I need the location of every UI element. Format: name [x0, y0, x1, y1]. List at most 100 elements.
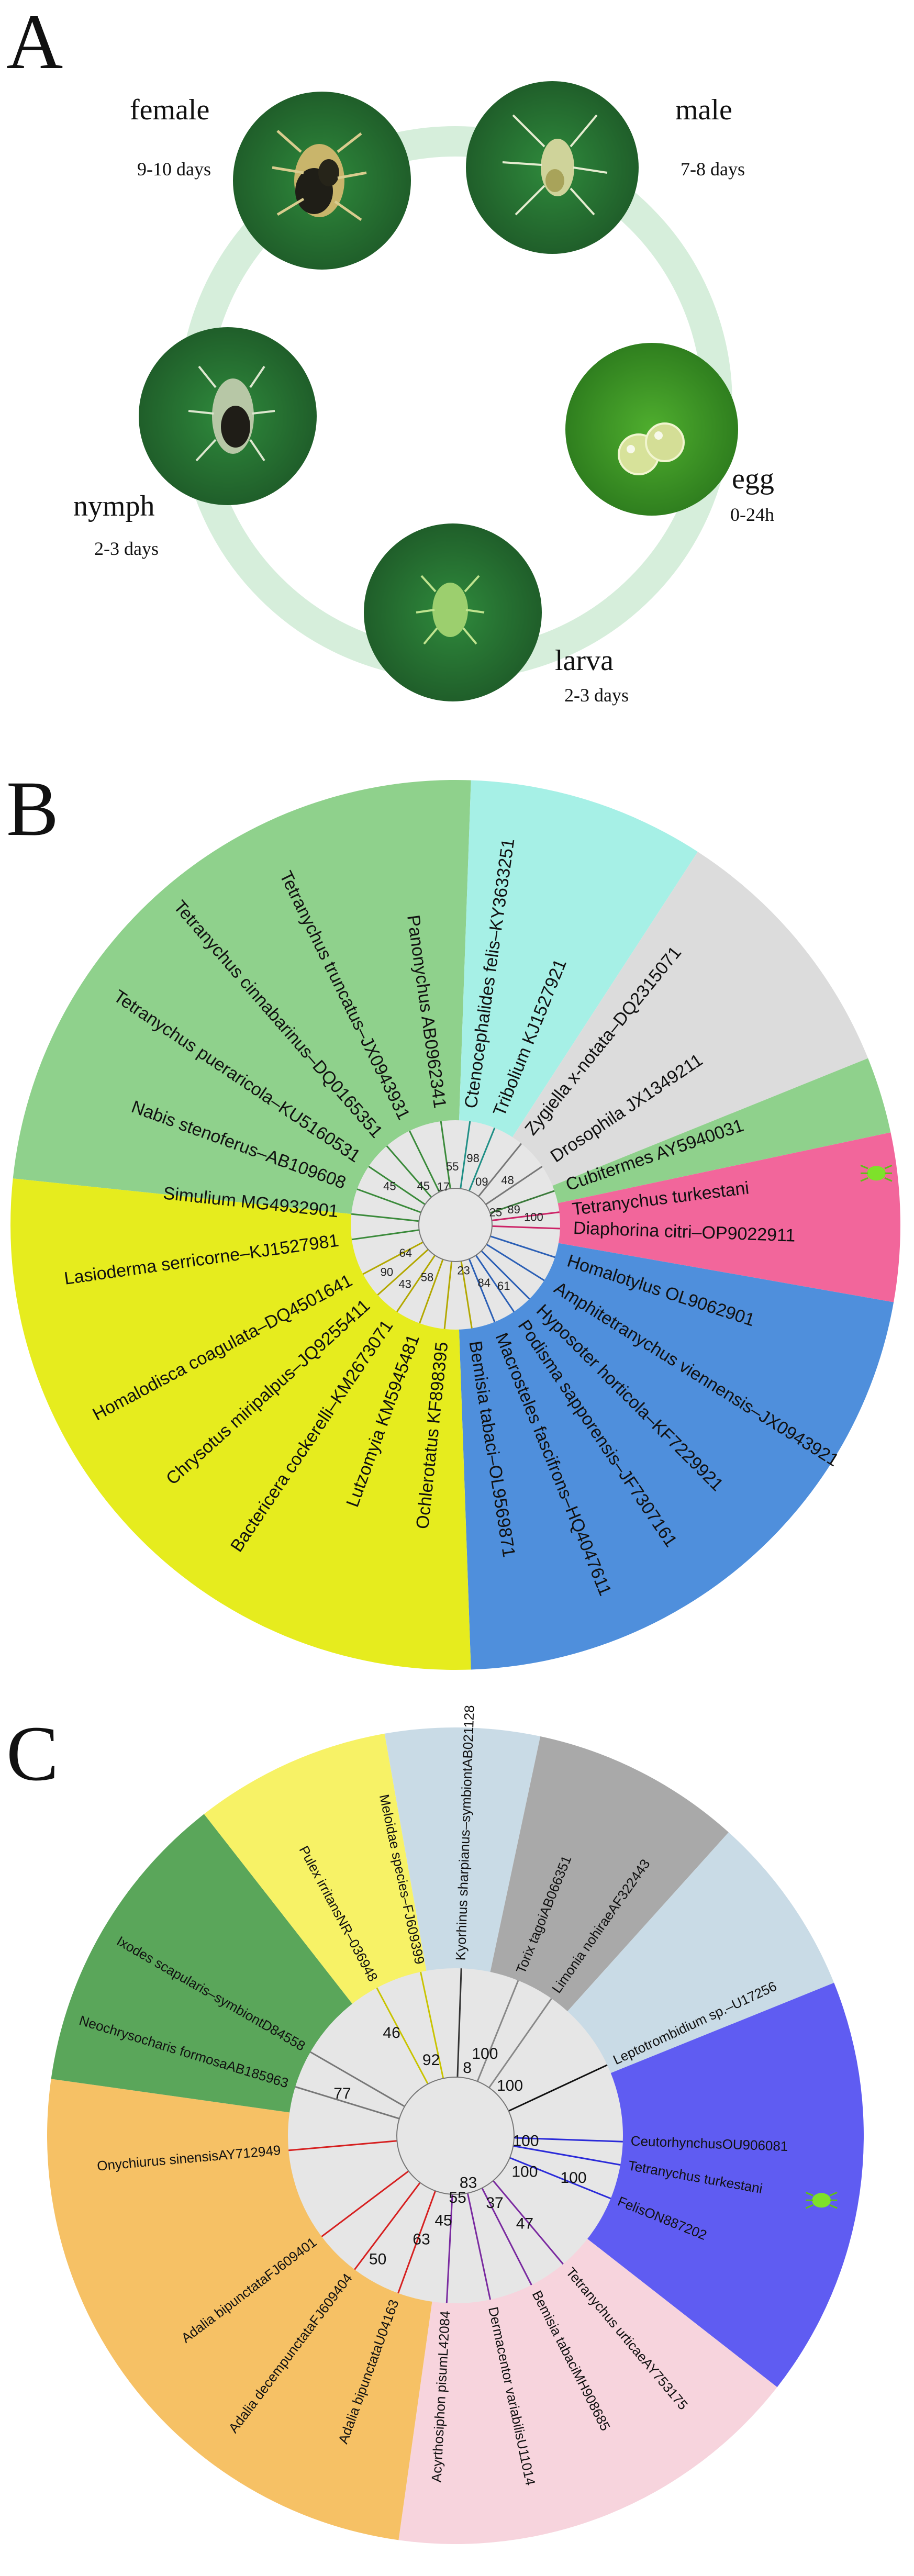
bootstrap-value: 63 — [413, 2231, 430, 2248]
stage-larva-duration: 2-3 days — [564, 685, 629, 706]
tree-branch — [460, 1121, 471, 1189]
tree-branch — [321, 2170, 409, 2237]
tree-branch — [509, 2157, 611, 2200]
tree-backbone — [396, 2077, 515, 2195]
tree-branch — [397, 2190, 437, 2294]
stage-nymph-label: nymph — [73, 490, 155, 522]
bootstrap-value: 48 — [501, 1174, 514, 1187]
tree-branch — [420, 1971, 444, 2079]
clade-sector — [455, 1982, 864, 2388]
bootstrap-value: 83 — [460, 2174, 477, 2192]
stage-egg-duration: 0-24h — [730, 504, 774, 525]
tree-branch — [351, 1229, 419, 1241]
bootstrap-value: 46 — [383, 2024, 400, 2042]
tree-branch — [408, 1130, 440, 1192]
bootstrap-value: 45 — [383, 1179, 396, 1192]
tree-branch — [468, 1258, 496, 1322]
clade-sector — [455, 1225, 894, 1670]
tree-branch — [514, 2137, 623, 2143]
bootstrap-value: 58 — [421, 1270, 433, 1284]
bootstrap-value: 45 — [417, 1179, 430, 1192]
tree-branch — [443, 1261, 453, 1330]
tree-branch — [419, 1259, 444, 1324]
tree-branch — [362, 1241, 423, 1275]
clade-sector — [10, 1178, 471, 1670]
tree-branch — [476, 1980, 519, 2082]
tree-branch — [368, 1165, 426, 1206]
bootstrap-value: 09 — [475, 1175, 488, 1188]
bootstrap-value: 47 — [516, 2215, 533, 2232]
tree-branch — [490, 1235, 555, 1258]
tree-branch — [475, 1255, 515, 1312]
tree-branch — [354, 2182, 421, 2270]
bootstrap-value: 8 — [463, 2059, 472, 2077]
tree-branch — [488, 1998, 552, 2089]
panel-label-c: C — [6, 1710, 59, 1797]
bootstrap-value: 17 — [437, 1180, 450, 1194]
bootstrap-value: 23 — [457, 1264, 470, 1277]
bootstrap-value: 90 — [381, 1266, 393, 1279]
bootstrap-value: 25 — [489, 1206, 502, 1219]
tree-branch — [376, 1987, 429, 2084]
bootstrap-value: 37 — [486, 2194, 503, 2212]
bootstrap-value: 100 — [560, 2169, 586, 2187]
tree-branch — [481, 1250, 530, 1300]
panel-label-a: A — [6, 0, 63, 85]
tree-backbone — [418, 1188, 493, 1262]
mite-icon — [860, 1164, 893, 1182]
egg-photo — [565, 343, 738, 516]
tree-branch — [456, 1968, 462, 2078]
clade-sector — [455, 852, 868, 1225]
bootstrap-value: 92 — [422, 2051, 440, 2069]
tree-branch — [477, 1143, 522, 1197]
tree-branch — [485, 1165, 543, 1206]
tree-branch — [513, 2145, 621, 2166]
bootstrap-value: 77 — [333, 2085, 351, 2102]
tree-branch — [489, 1190, 555, 1214]
bootstrap-value: 55 — [446, 1160, 459, 1173]
stage-female-label: female — [130, 94, 209, 126]
stage-male-duration: 7-8 days — [681, 159, 745, 180]
tree-branch — [295, 2086, 400, 2120]
tree-branch — [310, 2051, 405, 2107]
tree-branch — [356, 1188, 421, 1213]
tree-branch — [492, 1211, 560, 1221]
panel-a-life-cycle: A female 9-10 days male 7-8 da — [0, 0, 914, 764]
nymph-photo — [139, 327, 317, 505]
female-photo — [233, 92, 411, 270]
bootstrap-value: 50 — [369, 2250, 386, 2268]
tree-branch — [377, 1248, 429, 1296]
clade-sector — [455, 780, 698, 1225]
tree-branch — [492, 2180, 564, 2265]
bootstrap-value: 43 — [398, 1278, 411, 1291]
tree-branch — [468, 1128, 496, 1191]
tree-branch — [396, 1255, 436, 1312]
tree-branch — [351, 1213, 419, 1222]
clade-sector — [455, 1132, 900, 1302]
stage-nymph-duration: 2-3 days — [94, 538, 159, 559]
stage-female-duration: 9-10 days — [137, 159, 211, 180]
bootstrap-value: 64 — [399, 1246, 411, 1259]
tree-branch — [486, 1243, 545, 1281]
stage-larva-label: larva — [555, 644, 614, 677]
bootstrap-value: 45 — [434, 2212, 452, 2229]
bootstrap-value: 100 — [497, 2077, 523, 2094]
tree-branch — [460, 1261, 473, 1329]
larva-photo — [364, 523, 542, 701]
male-photo — [466, 81, 639, 254]
mite-icon — [805, 2191, 838, 2209]
tree-inner-disk — [288, 1968, 623, 2303]
tree-branch — [466, 2193, 491, 2300]
tree-branch — [288, 2140, 397, 2151]
tree-branch — [508, 2064, 608, 2112]
stage-male-label: male — [675, 94, 732, 126]
clade-sector — [455, 1058, 891, 1225]
tree-branch — [386, 1145, 432, 1198]
tree-branch — [445, 2194, 453, 2303]
